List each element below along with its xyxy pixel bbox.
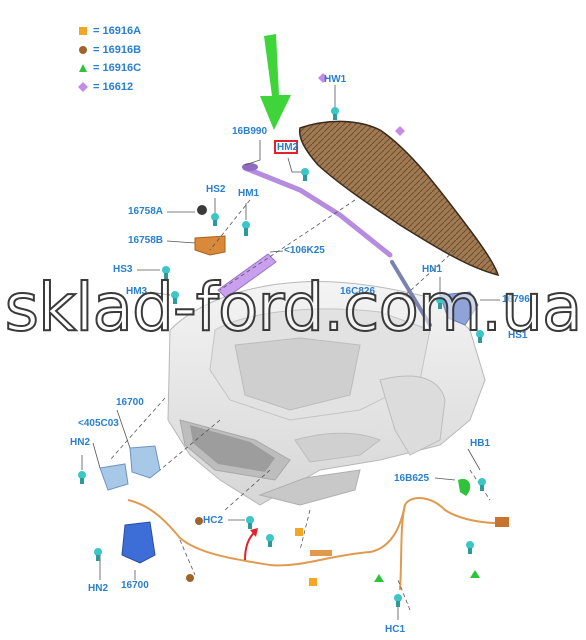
hood-hinge [439, 291, 479, 326]
label-405c03: <405C03 [78, 418, 119, 429]
brown-circle-icon [195, 517, 203, 525]
legend: = 16916A = 16916B = 16916C = 16612 [78, 22, 141, 96]
label-hc2: HC2 [203, 515, 224, 526]
clip-hb1 [478, 478, 486, 491]
clip-hn2-bottom [94, 548, 102, 561]
hm2-highlight-box [274, 140, 298, 154]
label-16c826: 16C826 [340, 286, 376, 297]
clip-hs1 [476, 330, 484, 343]
green-triangle-icon [374, 574, 384, 582]
purple-diamond-icon [395, 126, 405, 136]
label-hm1-top: HM1 [238, 188, 260, 199]
brown-circle-icon [186, 574, 194, 582]
label-hn1: HN1 [422, 264, 443, 275]
clip-hw1 [331, 107, 339, 120]
label-16758b: 16758B [128, 235, 164, 246]
label-16b990: 16B990 [232, 126, 268, 137]
label-hw1: HW1 [324, 74, 347, 85]
label-hc1: HC1 [385, 624, 406, 635]
clip-hn2-left [78, 471, 86, 484]
clip-hc2 [246, 516, 254, 529]
clip-hm2 [301, 168, 309, 181]
label-16700-bottom: 16700 [121, 580, 149, 591]
hood-seal [217, 253, 277, 299]
orange-square-icon [295, 528, 303, 536]
legend-label: = 16916B [93, 43, 142, 56]
purple-diamond-icon [318, 73, 328, 83]
label-hm2-top: HM2 [277, 142, 299, 153]
label-hn2-bottom: HN2 [88, 583, 109, 594]
clip-mid [266, 534, 274, 547]
label-hm3: HM3 [126, 286, 148, 297]
label-leaders [81, 85, 500, 620]
clip-hs3 [162, 266, 170, 279]
label-106k25: <106K25 [284, 245, 325, 256]
clip-hs2 [211, 213, 219, 226]
label-hn2-left: HN2 [70, 437, 91, 448]
leader-lines [109, 199, 491, 611]
red-release-arrow-icon [244, 531, 256, 561]
legend-item-16916c: = 16916C [78, 59, 141, 78]
legend-item-16916a: = 16916A [78, 22, 141, 41]
label-hs3: HS3 [113, 264, 133, 275]
clip-hn1 [436, 296, 444, 309]
legend-item-16916b: = 16916B [78, 41, 141, 60]
orange-square-icon [78, 26, 88, 36]
purple-diamond-icon [78, 81, 88, 92]
gas-strut [390, 260, 432, 327]
green-triangle-icon [78, 63, 88, 73]
brown-circle-icon [78, 45, 88, 55]
latch-upper [99, 445, 161, 491]
drawing-symbols [186, 73, 480, 586]
hood-panel [298, 120, 500, 277]
release-cable [127, 497, 509, 591]
label-hb1: HB1 [470, 438, 491, 449]
clip-markers [78, 107, 486, 607]
label-16700-top: 16700 [116, 397, 144, 408]
label-16796: 16796 [502, 294, 530, 305]
car-front-body [167, 281, 486, 506]
clip-16758a [197, 205, 207, 215]
label-hs1: HS1 [508, 330, 528, 341]
orange-square-icon [309, 578, 317, 586]
label-hs2: HS2 [206, 184, 226, 195]
clip-hm3 [171, 291, 179, 304]
legend-label: = 16916A [93, 25, 142, 38]
green-bumper-icon [458, 478, 471, 496]
green-pointer-arrow [260, 34, 291, 130]
watermark-text: sklad-ford.com.ua [4, 268, 584, 347]
legend-label: = 16916C [93, 62, 142, 75]
label-16b625: 16B625 [394, 473, 430, 484]
legend-label: = 16612 [93, 80, 134, 93]
green-triangle-icon [470, 570, 480, 578]
latch-lower [121, 521, 156, 564]
label-16758a: 16758A [128, 206, 164, 217]
clip-hm1 [242, 221, 250, 236]
clip-hc1 [394, 594, 402, 607]
clip-right [466, 541, 474, 554]
bracket-16758b [194, 235, 226, 256]
legend-item-16612: = 16612 [78, 78, 141, 97]
